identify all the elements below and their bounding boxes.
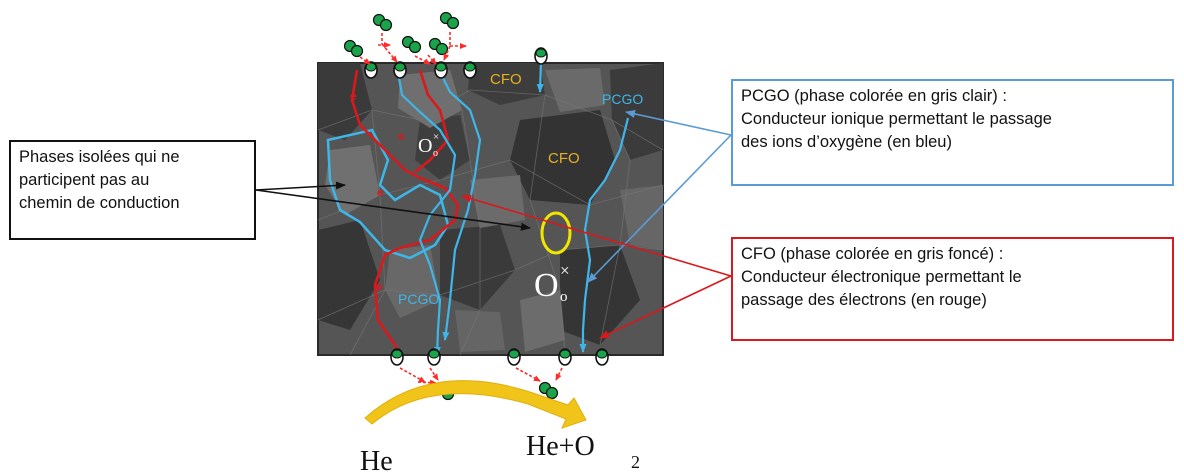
callout-isolated-line-2: participent pas au bbox=[19, 171, 150, 189]
callout-isolated-line-3: chemin de conduction bbox=[19, 194, 180, 212]
surface-site bbox=[427, 348, 441, 366]
surface-site bbox=[434, 61, 448, 79]
top-surface-species bbox=[343, 11, 548, 79]
leader-cfo-1 bbox=[461, 194, 732, 277]
o2-molecule bbox=[538, 381, 559, 400]
svg-text:O: O bbox=[534, 267, 559, 304]
callout-pcgo-line-3: des ions d’oxygène (en bleu) bbox=[741, 133, 952, 151]
gas-out-label: He+O 2 bbox=[526, 431, 640, 472]
leader-isolated-1 bbox=[255, 181, 346, 191]
leader-pcgo-1 bbox=[625, 110, 732, 136]
svg-text:He+O: He+O bbox=[526, 431, 595, 462]
membrane-labels: CFO CFO PCGO PCGO e e e e O × o O × o bbox=[350, 71, 643, 307]
callout-isolated-phases: Phases isolées qui ne participent pas au… bbox=[9, 140, 256, 240]
svg-text:2: 2 bbox=[631, 452, 640, 472]
pcgo-label-bottom: PCGO bbox=[398, 291, 439, 307]
svg-text:O: O bbox=[418, 135, 432, 157]
surface-site bbox=[393, 61, 407, 79]
ion-path-3 bbox=[536, 59, 544, 93]
callout-pcgo-line-1: PCGO (phase colorée en gris clair) : bbox=[741, 87, 1007, 105]
surface-site bbox=[558, 348, 572, 366]
pcgo-label-top: PCGO bbox=[602, 91, 643, 107]
surface-site bbox=[364, 61, 378, 79]
cfo-label-mid: CFO bbox=[548, 150, 580, 167]
o2-molecule bbox=[401, 35, 422, 54]
electron-label: e bbox=[376, 279, 383, 293]
gas-flow-arrow bbox=[364, 380, 587, 429]
ion-paths bbox=[396, 59, 630, 356]
leader-cfo-2 bbox=[599, 275, 732, 339]
leader-isolated-2 bbox=[255, 189, 531, 231]
o2-molecule bbox=[439, 11, 460, 30]
o2-molecule bbox=[343, 39, 364, 58]
svg-text:×: × bbox=[560, 261, 570, 280]
callout-cfo-line-1: CFO (phase colorée en gris foncé) : bbox=[741, 245, 1004, 263]
oxygen-vacancy-symbol-large: O × o bbox=[534, 261, 570, 305]
ion-path-2 bbox=[439, 71, 482, 341]
bottom-surface-species bbox=[390, 348, 609, 401]
callout-pcgo: PCGO (phase colorée en gris clair) : Con… bbox=[731, 79, 1174, 186]
leader-pcgo-2 bbox=[587, 134, 732, 283]
electron-label: e bbox=[398, 129, 405, 143]
callout-cfo: CFO (phase colorée en gris foncé) : Cond… bbox=[731, 237, 1174, 341]
surface-site bbox=[507, 348, 521, 366]
callout-leaders bbox=[255, 110, 732, 339]
electron-label: e bbox=[350, 89, 357, 103]
surface-site bbox=[463, 61, 477, 79]
surface-site bbox=[534, 47, 548, 65]
membrane-microstructure bbox=[317, 62, 664, 356]
callout-cfo-line-3: passage des électrons (en rouge) bbox=[741, 291, 987, 309]
callout-cfo-line-2: Conducteur électronique permettant le bbox=[741, 268, 1022, 286]
gas-in-label: He bbox=[360, 446, 393, 475]
o2-molecule bbox=[372, 13, 393, 32]
ion-path-1 bbox=[396, 71, 457, 356]
surface-site bbox=[390, 348, 404, 366]
electron-label: e bbox=[377, 185, 384, 199]
dissociation-arrows bbox=[359, 32, 467, 65]
svg-text:o: o bbox=[433, 148, 438, 159]
svg-text:o: o bbox=[560, 289, 568, 305]
o2-molecule bbox=[428, 37, 449, 56]
svg-text:×: × bbox=[433, 131, 439, 143]
triple-phase-boundary-ellipse bbox=[540, 211, 572, 255]
electron-path-1 bbox=[350, 69, 460, 356]
ion-path-4 bbox=[579, 117, 630, 353]
electron-path-2 bbox=[414, 69, 450, 174]
surface-site bbox=[595, 348, 609, 366]
recombination-arrows bbox=[399, 367, 563, 386]
oxygen-vacancy-symbol-small: O × o bbox=[418, 131, 439, 159]
callout-isolated-line-1: Phases isolées qui ne bbox=[19, 148, 180, 166]
callout-pcgo-line-2: Conducteur ionique permettant le passage bbox=[741, 110, 1052, 128]
cfo-label-top: CFO bbox=[490, 71, 522, 88]
electron-paths bbox=[350, 69, 460, 356]
